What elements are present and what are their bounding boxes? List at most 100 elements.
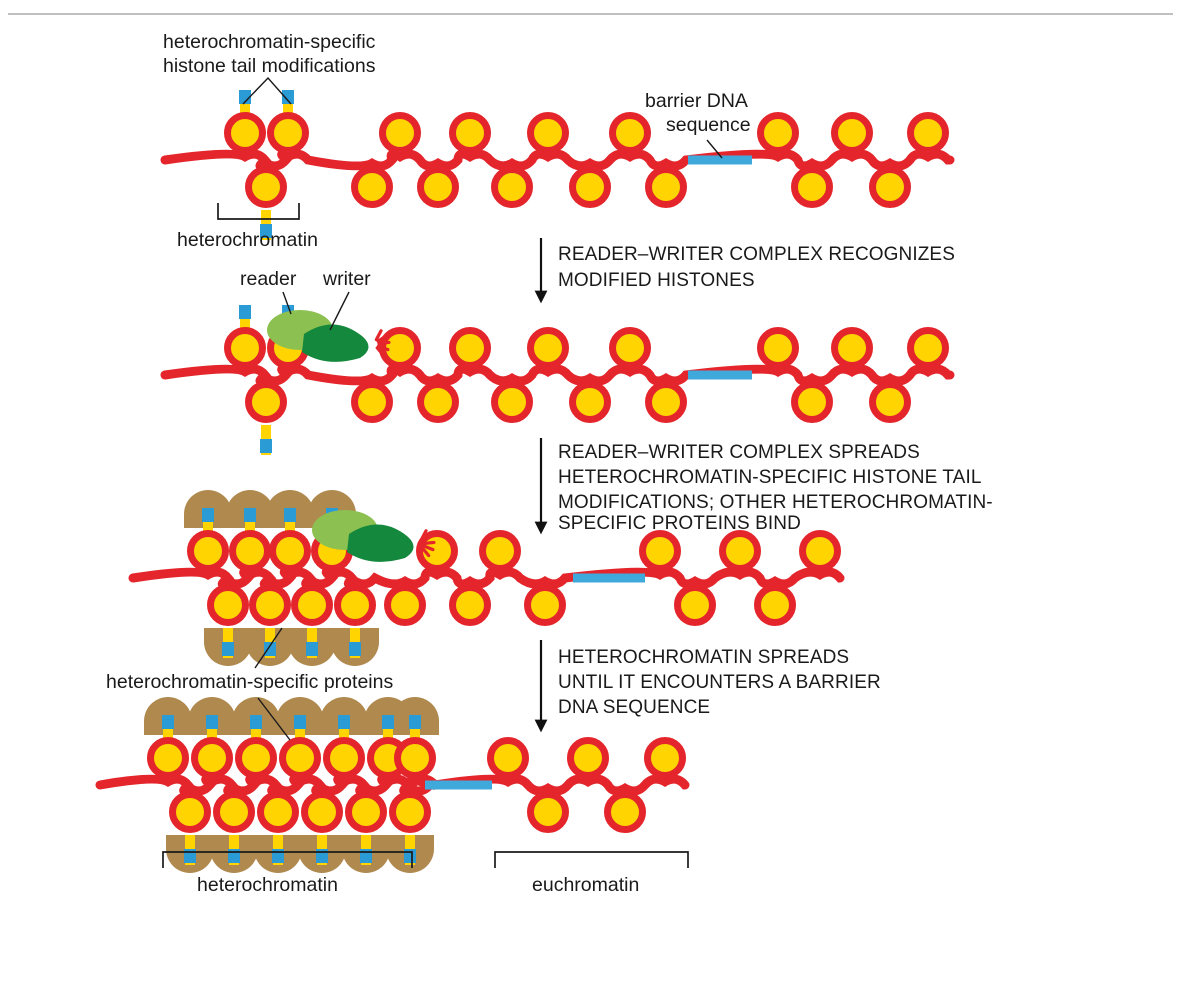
histone-tail — [339, 721, 349, 751]
histone-tail-modification-mark — [244, 508, 256, 522]
histone-octamer — [449, 584, 491, 626]
histone-tail-modification-mark — [272, 849, 284, 863]
writer-protein — [347, 524, 414, 562]
histone-tail-modification-mark — [306, 642, 318, 656]
nucleosome — [229, 508, 271, 572]
nucleosome — [527, 791, 569, 833]
nucleosome — [645, 166, 687, 208]
starburst-ray — [420, 546, 431, 558]
histone-tail-modification-mark — [404, 849, 416, 863]
nucleosome — [754, 584, 796, 626]
histone-tail — [251, 721, 261, 751]
heterochromatin-bracket-2: heterochromatin — [162, 851, 413, 896]
histone-octamer — [267, 112, 309, 154]
hc-proteins-callout: heterochromatin-specific proteins — [106, 627, 393, 741]
nucleosome — [491, 381, 533, 423]
histone-tail-modification-mark — [264, 642, 276, 656]
histone-octamer — [639, 530, 681, 572]
nucleosome — [224, 305, 266, 369]
histone-octamer — [791, 166, 833, 208]
step-arrow-2: READER–WRITER COMPLEX SPREADS HETEROCHRO… — [534, 438, 993, 535]
histone-tail — [295, 721, 305, 751]
nucleosome — [524, 584, 566, 626]
heterochromatin-label-2: heterochromatin — [197, 874, 338, 896]
histone-tail-modification-mark — [260, 439, 272, 453]
histone-tail-modification-mark — [382, 715, 394, 729]
histone-octamer — [449, 327, 491, 369]
reader-writer-callout: reader writer — [240, 268, 371, 331]
histone-tail-modification-mark — [284, 508, 296, 522]
histone-octamer — [245, 381, 287, 423]
nucleosome — [351, 381, 393, 423]
histone-tail — [383, 721, 393, 751]
nucleosome — [269, 508, 311, 572]
step-2-line-2: HETEROCHROMATIN-SPECIFIC HISTONE TAIL — [558, 467, 982, 488]
histone-octamer — [213, 791, 255, 833]
histone-octamer — [417, 381, 459, 423]
histone-octamer — [869, 381, 911, 423]
nucleosome — [869, 166, 911, 208]
histone-tail-modification-mark — [184, 849, 196, 863]
nucleosome — [869, 381, 911, 423]
spreading-heterochromatin — [128, 490, 845, 666]
histone-tail-modification-mark — [202, 508, 214, 522]
histone-tail — [207, 721, 217, 751]
nucleosome — [291, 584, 333, 658]
step-3-line-1: HETEROCHROMATIN SPREADS — [558, 647, 849, 668]
histone-octamer — [207, 584, 249, 626]
histone-octamer — [394, 737, 436, 779]
euchromatin-bracket: euchromatin — [494, 851, 689, 896]
nucleosome — [609, 112, 651, 154]
nucleosome — [207, 584, 249, 658]
step-2-line-4: SPECIFIC PROTEINS BIND — [558, 513, 801, 534]
histone-octamer — [147, 737, 189, 779]
histone-octamer — [609, 327, 651, 369]
histone-octamer — [491, 381, 533, 423]
histone-mods-label-line1: heterochromatin-specific — [163, 31, 376, 53]
histone-octamer — [644, 737, 686, 779]
reader-leader-line — [282, 291, 292, 315]
nucleosome — [639, 530, 681, 572]
hc-proteins-label: heterochromatin-specific proteins — [106, 671, 393, 693]
nucleosome — [379, 112, 421, 154]
histone-octamer — [567, 737, 609, 779]
heterochromatin-label-1: heterochromatin — [177, 229, 318, 251]
histone-octamer — [491, 166, 533, 208]
reader-writer-complex — [267, 310, 391, 362]
barrier-dna-label-line1: barrier DNA — [645, 90, 748, 112]
nucleosome — [604, 791, 646, 833]
histone-octamer — [604, 791, 646, 833]
nucleosome — [719, 530, 761, 572]
reader-writer-complex — [312, 510, 436, 562]
euchromatin-label: euchromatin — [532, 874, 639, 896]
hc-proteins-leader-up — [254, 627, 283, 669]
nucleosome — [417, 166, 459, 208]
histone-octamer — [674, 584, 716, 626]
histone-tail-modification-mark — [260, 224, 272, 238]
dna-backbone — [95, 774, 690, 796]
heterochromatin-bracket-1: heterochromatin — [177, 203, 318, 251]
nucleosome — [417, 381, 459, 423]
step-arrow-1: READER–WRITER COMPLEX RECOGNIZES MODIFIE… — [534, 238, 955, 304]
histone-octamer — [224, 327, 266, 369]
histone-tail-modification-mark — [316, 849, 328, 863]
histone-octamer — [229, 530, 271, 572]
histone-octamer — [351, 166, 393, 208]
histone-mods-callout: heterochromatin-specific histone tail mo… — [163, 31, 376, 105]
nucleosome — [831, 112, 873, 154]
histone-mods-leader-line — [242, 76, 292, 105]
nucleosome — [757, 112, 799, 154]
histone-octamer — [719, 530, 761, 572]
histone-octamer — [279, 737, 321, 779]
nucleosome — [487, 737, 529, 779]
dna-backbone — [160, 364, 955, 386]
histone-octamer — [291, 584, 333, 626]
starburst-ray — [377, 344, 390, 352]
nucleosome — [449, 327, 491, 369]
histone-tail-modification-mark — [294, 715, 306, 729]
nucleosome — [147, 715, 189, 779]
histone-octamer — [645, 166, 687, 208]
nucleosome — [757, 327, 799, 369]
nucleosome — [907, 112, 949, 154]
histone-octamer — [757, 327, 799, 369]
